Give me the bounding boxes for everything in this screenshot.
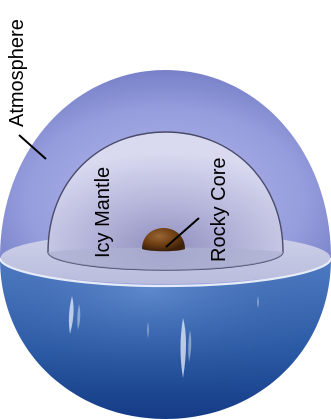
icy-mantle-label: Icy Mantle	[92, 167, 114, 258]
atmosphere-label: Atmosphere	[6, 19, 28, 127]
rocky-core-label: Rocky Core	[208, 158, 230, 262]
